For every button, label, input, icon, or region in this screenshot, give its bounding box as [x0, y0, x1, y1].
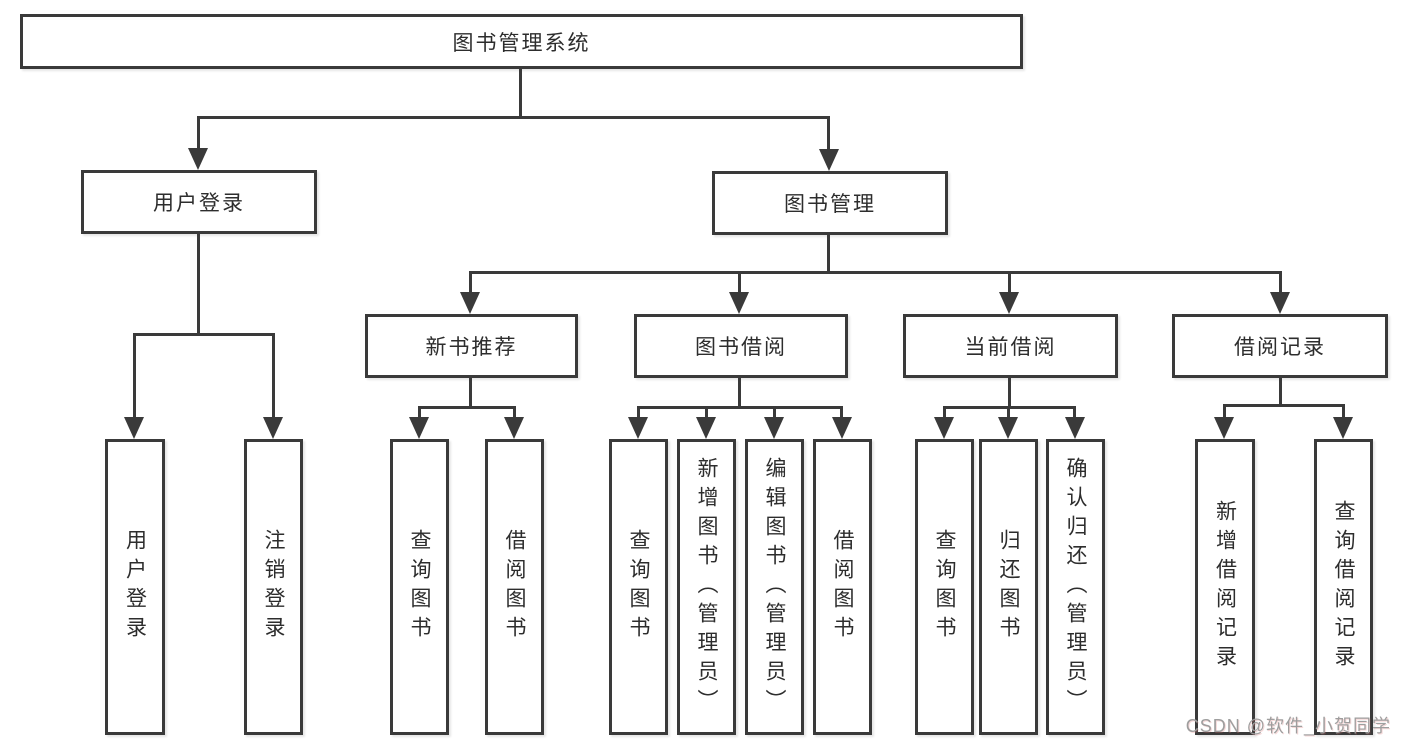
- connector-book-borrow-stem: [738, 377, 741, 409]
- arrowhead-new-books: [460, 292, 480, 314]
- arrowhead-br-query: [1333, 417, 1353, 439]
- connector-stub-cb-confirm: [1073, 406, 1076, 419]
- connector-stub-bb-query: [637, 406, 640, 419]
- connector-stub-new-books: [469, 271, 472, 294]
- leaf-logout: 注销登录: [244, 439, 303, 735]
- connector-stub-nb-borrow: [513, 406, 516, 419]
- connector-stub-cb-return: [1007, 406, 1010, 419]
- arrowhead-bb-borrow: [832, 417, 852, 439]
- connector-stub-ul-login: [133, 333, 136, 419]
- connector-stub-book-borrow: [738, 271, 741, 294]
- arrowhead-borrow-records: [1270, 292, 1290, 314]
- node-borrow-records: 借阅记录: [1172, 314, 1388, 378]
- arrowhead-nb-query: [409, 417, 429, 439]
- connector-stub-cb-query: [943, 406, 946, 419]
- leaf-bb-edit-books-admin: 编辑图书（管理员）: [745, 439, 804, 735]
- csdn-watermark: CSDN @软件_小贺同学: [1185, 716, 1391, 736]
- connector-stub-bb-borrow: [840, 406, 843, 419]
- leaf-user-login: 用户登录: [105, 439, 165, 735]
- connector-stub-ul-logout: [272, 333, 275, 419]
- leaf-nb-query-books: 查询图书: [390, 439, 449, 735]
- connector-stub-bb-edit: [773, 406, 776, 419]
- node-book-borrow: 图书借阅: [634, 314, 848, 378]
- arrowhead-bb-edit: [764, 417, 784, 439]
- connector-new-books-stem: [469, 377, 472, 409]
- connector-stub-user-login: [197, 116, 200, 150]
- arrowhead-current-borrow: [999, 292, 1019, 314]
- leaf-br-add-record: 新增借阅记录: [1195, 439, 1255, 735]
- arrowhead-ul-logout: [263, 417, 283, 439]
- connector-borrow-records-stem: [1279, 377, 1282, 407]
- leaf-bb-borrow-books: 借阅图书: [813, 439, 872, 735]
- leaf-nb-borrow-books: 借阅图书: [485, 439, 544, 735]
- arrowhead-user-login: [188, 148, 208, 170]
- arrowhead-br-add: [1214, 417, 1234, 439]
- connector-book-mgmt-stem: [827, 234, 830, 274]
- leaf-br-query-record: 查询借阅记录: [1314, 439, 1373, 735]
- connector-stub-nb-query: [418, 406, 421, 419]
- arrowhead-nb-borrow: [504, 417, 524, 439]
- connector-stub-borrow-records: [1279, 271, 1282, 294]
- node-book-mgmt: 图书管理: [712, 171, 948, 235]
- connector-new-books-branch: [418, 406, 516, 409]
- connector-current-borrow-stem: [1008, 377, 1011, 409]
- arrowhead-cb-query: [934, 417, 954, 439]
- leaf-bb-query-books: 查询图书: [609, 439, 668, 735]
- connector-root-stem: [519, 68, 522, 118]
- arrowhead-cb-confirm: [1065, 417, 1085, 439]
- arrowhead-ul-login: [124, 417, 144, 439]
- arrowhead-bb-query: [628, 417, 648, 439]
- connector-root-branch: [197, 116, 830, 119]
- arrowhead-bb-add: [696, 417, 716, 439]
- node-root: 图书管理系统: [20, 14, 1023, 69]
- connector-book-mgmt-branch: [469, 271, 1282, 274]
- connector-stub-bb-add: [705, 406, 708, 419]
- leaf-bb-add-books-admin: 新增图书（管理员）: [677, 439, 736, 735]
- node-user-login: 用户登录: [81, 170, 317, 234]
- leaf-cb-query-books: 查询图书: [915, 439, 974, 735]
- arrowhead-book-mgmt: [819, 149, 839, 171]
- connector-book-borrow-branch: [637, 406, 843, 409]
- connector-stub-current-borrow: [1008, 271, 1011, 294]
- connector-stub-book-mgmt: [827, 116, 830, 151]
- leaf-cb-return-books: 归还图书: [979, 439, 1038, 735]
- connector-stub-br-query: [1342, 404, 1345, 419]
- node-current-borrow: 当前借阅: [903, 314, 1118, 378]
- leaf-cb-confirm-return-admin: 确认归还（管理员）: [1046, 439, 1105, 735]
- arrowhead-book-borrow: [729, 292, 749, 314]
- connector-borrow-records-branch: [1223, 404, 1345, 407]
- connector-user-login-stem: [197, 233, 200, 336]
- node-new-books: 新书推荐: [365, 314, 578, 378]
- connector-stub-br-add: [1223, 404, 1226, 419]
- arrowhead-cb-return: [998, 417, 1018, 439]
- connector-user-login-branch: [133, 333, 275, 336]
